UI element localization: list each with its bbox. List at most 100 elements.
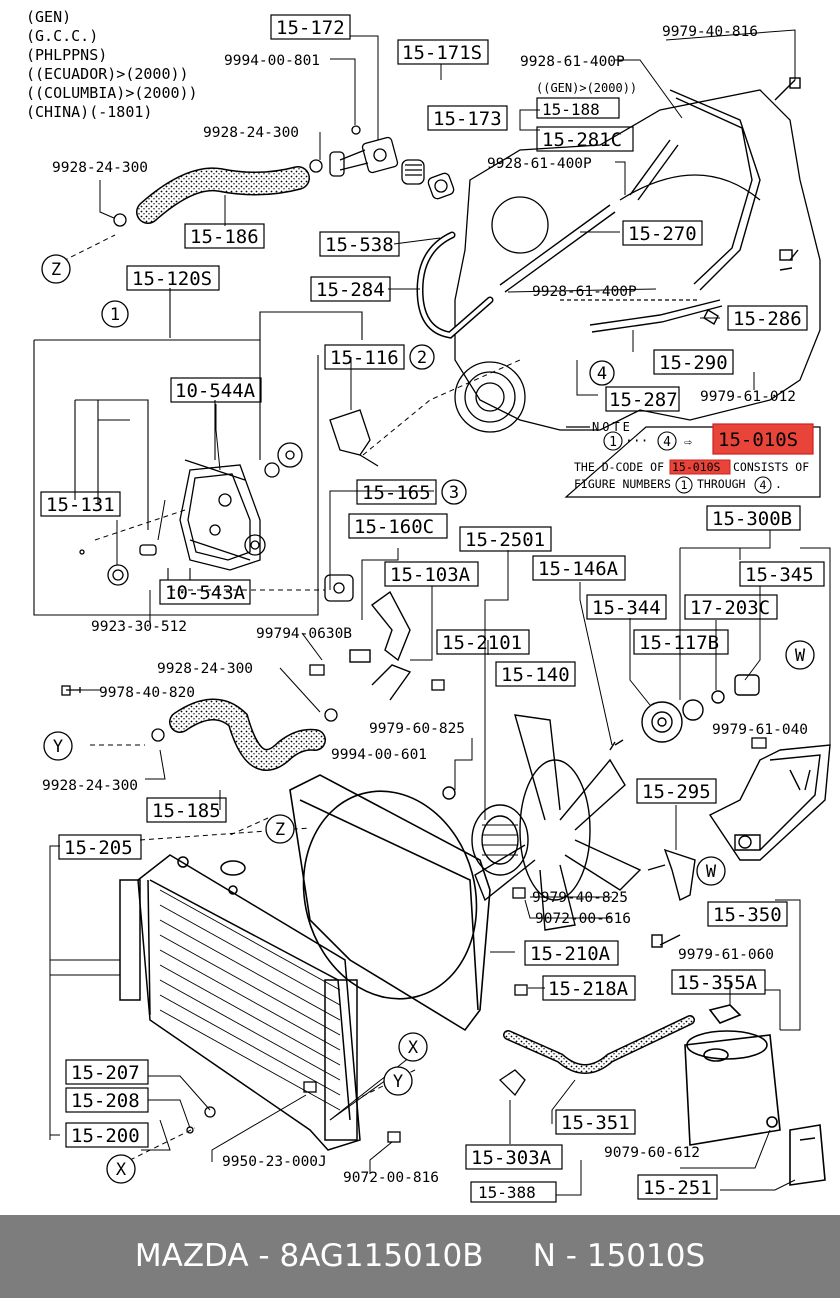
part-9072-00-816: 9072-00-816 [343, 1170, 439, 1186]
header-line: ((ECUADOR)>(2000)) [26, 65, 189, 83]
label-10-544a: 10-544A [175, 380, 256, 402]
label-15-171s: 15-171S [402, 42, 482, 64]
note-text-suffix: CONSISTS OF [733, 460, 809, 474]
ref-circle-w [785, 640, 815, 670]
gen-2000-note: ((GEN)>(2000)) [536, 81, 637, 95]
label-15-173: 15-173 [433, 108, 502, 130]
ref-w-text: W [795, 646, 806, 666]
header-line: (CHINA)(-1801) [26, 103, 152, 121]
part-9979-60-825: 9979-60-825 [369, 721, 465, 737]
label-15-287: 15-287 [609, 389, 678, 411]
part-9072-00-616: 9072-00-616 [535, 911, 631, 927]
label-15-388: 15-388 [478, 1183, 536, 1202]
water-pipes [499, 77, 801, 333]
note-to: 4 [663, 435, 671, 450]
ref-y-text: Y [53, 737, 63, 757]
part-9928-24-300: 9928-24-300 [52, 160, 148, 176]
label-15-303a: 15-303A [471, 1147, 552, 1169]
label-15-131: 15-131 [46, 494, 115, 516]
part-9979-40-825: 9979-40-825 [532, 890, 628, 906]
note-num4: 4 [760, 478, 767, 492]
note-title: NOTE [592, 420, 633, 434]
applicability-header: (GEN) (G.C.C.) (PHLPPNS) ((ECUADOR)>(200… [26, 8, 198, 121]
ref-circle-y [43, 731, 73, 761]
label-15-208: 15-208 [71, 1090, 140, 1112]
header-line: (G.C.C.) [26, 27, 98, 45]
note-code-small-highlight [669, 459, 731, 475]
label-15-350: 15-350 [713, 904, 782, 926]
label-15-160c: 15-160C [354, 516, 434, 538]
label-15-344: 15-344 [592, 597, 661, 619]
ref-circle-w [696, 856, 726, 886]
ref-y-text: Y [393, 1072, 403, 1092]
label-15-218a: 15-218A [548, 978, 629, 1000]
bypass-hoses [349, 590, 412, 701]
part-9950-23-000j: 9950-23-000J [222, 1154, 327, 1170]
label-15-146a: 15-146A [538, 558, 619, 580]
label-15-185: 15-185 [152, 800, 221, 822]
label-15-210a: 15-210A [530, 943, 611, 965]
ref-circle-z [265, 814, 295, 844]
label-15-117b: 15-117B [639, 632, 719, 654]
parts-diagram: (GEN) (G.C.C.) (PHLPPNS) ((ECUADOR)>(200… [26, 8, 831, 1203]
ref-x-text: X [116, 1160, 127, 1180]
label-15-186: 15-186 [190, 226, 259, 248]
ref-circle-1 [101, 300, 129, 328]
label-15-538: 15-538 [325, 234, 394, 256]
part-9978-40-820: 9978-40-820 [99, 685, 195, 701]
part-9979-61-012: 9979-61-012 [700, 389, 796, 405]
thermostat-housing [329, 125, 455, 200]
label-15-284: 15-284 [316, 279, 385, 301]
ref-circle-z [41, 254, 71, 284]
part-9928-61-400p: 9928-61-400P [520, 54, 625, 70]
part-9928-24-300: 9928-24-300 [42, 778, 138, 794]
ref-w-text: W [706, 862, 717, 882]
ref-circle-y [383, 1066, 413, 1096]
label-15-120s: 15-120S [132, 268, 212, 290]
header-line: (PHLPPNS) [26, 46, 107, 64]
label-10-543a: 10-543A [165, 582, 246, 604]
note-period: . [775, 477, 782, 491]
label-15-270: 15-270 [628, 223, 697, 245]
fasteners [61, 159, 767, 1143]
label-15-207: 15-207 [71, 1062, 140, 1084]
label-15-345: 15-345 [745, 564, 814, 586]
part-9979-40-816: 9979-40-816 [662, 24, 758, 40]
note-box: NOTE 1 ··· 4 ⇨ 15-010S THE D-CODE OF 15-… [564, 420, 821, 498]
footer-part-code: MAZDA - 8AG115010B N - 15010S [134, 1238, 706, 1274]
label-15-116: 15-116 [330, 347, 399, 369]
ref-2-text: 2 [417, 348, 427, 368]
ref-circle-3 [441, 479, 467, 505]
label-15-165: 15-165 [362, 482, 431, 504]
ref-circle-x [106, 1154, 136, 1184]
label-15-2501: 15-2501 [465, 529, 545, 551]
engine-block [454, 89, 821, 433]
label-15-295: 15-295 [642, 781, 711, 803]
label-15-2101: 15-2101 [442, 632, 522, 654]
label-15-103a: 15-103A [390, 564, 471, 586]
ref-3-text: 3 [449, 483, 459, 503]
note-code-highlight [712, 423, 814, 455]
header-line: (GEN) [26, 8, 71, 26]
radiator [119, 854, 361, 1151]
part-9928-61-400p: 9928-61-400P [487, 156, 592, 172]
label-15-286: 15-286 [733, 308, 802, 330]
part-9928-24-300: 9928-24-300 [157, 661, 253, 677]
label-15-140: 15-140 [501, 664, 570, 686]
label-15-300b: 15-300B [712, 508, 792, 530]
part-9928-61-400p: 9928-61-400P [532, 284, 637, 300]
label-15-200: 15-200 [71, 1125, 140, 1147]
fan-shroud [289, 774, 491, 1032]
part-9079-60-612: 9079-60-612 [604, 1145, 700, 1161]
note-line2-prefix: FIGURE NUMBERS [574, 477, 671, 491]
part-9994-00-801: 9994-00-801 [224, 53, 320, 69]
ref-z-text: Z [275, 820, 285, 840]
label-15-281c: 15-281C [542, 129, 622, 151]
label-15-188: 15-188 [542, 100, 600, 119]
cooling-fan [442, 674, 760, 931]
ref-circle-2 [409, 344, 435, 370]
note-through: THROUGH [697, 477, 746, 491]
fan-bracket [647, 744, 831, 948]
part-99794-0630b: 99794-0630B [256, 626, 352, 642]
label-15-351: 15-351 [561, 1112, 630, 1134]
